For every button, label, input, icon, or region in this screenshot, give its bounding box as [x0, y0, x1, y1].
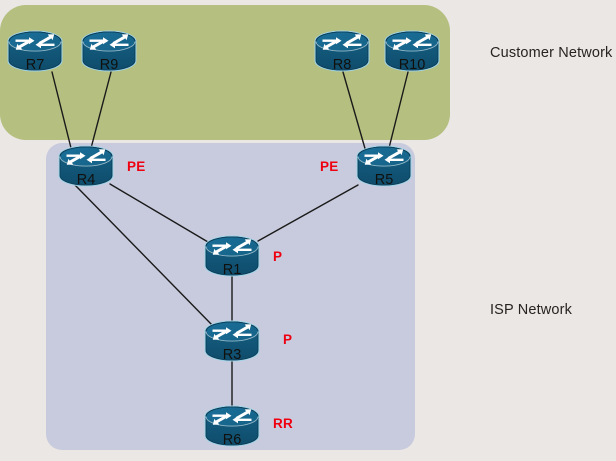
router-icon	[80, 30, 138, 74]
role-label-rr-r6: RR	[273, 416, 294, 431]
role-label-p-r3: P	[283, 332, 293, 347]
router-icon	[203, 235, 261, 279]
isp-network-zone	[46, 143, 415, 450]
router-node-r6[interactable]: R6	[203, 405, 261, 449]
router-node-r9[interactable]: R9	[80, 30, 138, 74]
router-node-r5[interactable]: R5	[355, 145, 413, 189]
router-icon	[203, 405, 261, 449]
router-node-r10[interactable]: R10	[383, 30, 441, 74]
customer-network-label: Customer Network	[490, 45, 613, 61]
role-label-p-r1: P	[273, 249, 283, 264]
isp-network-label: ISP Network	[490, 302, 572, 318]
role-label-pe-r4: PE	[127, 159, 146, 174]
router-node-r3[interactable]: R3	[203, 320, 261, 364]
router-node-r1[interactable]: R1	[203, 235, 261, 279]
router-node-r4[interactable]: R4	[57, 145, 115, 189]
router-node-r7[interactable]: R7	[6, 30, 64, 74]
router-icon	[6, 30, 64, 74]
role-label-pe-r5: PE	[320, 159, 339, 174]
router-icon	[355, 145, 413, 189]
router-icon	[313, 30, 371, 74]
router-icon	[203, 320, 261, 364]
router-icon	[57, 145, 115, 189]
customer-network-zone	[0, 5, 450, 140]
router-icon	[383, 30, 441, 74]
router-node-r8[interactable]: R8	[313, 30, 371, 74]
